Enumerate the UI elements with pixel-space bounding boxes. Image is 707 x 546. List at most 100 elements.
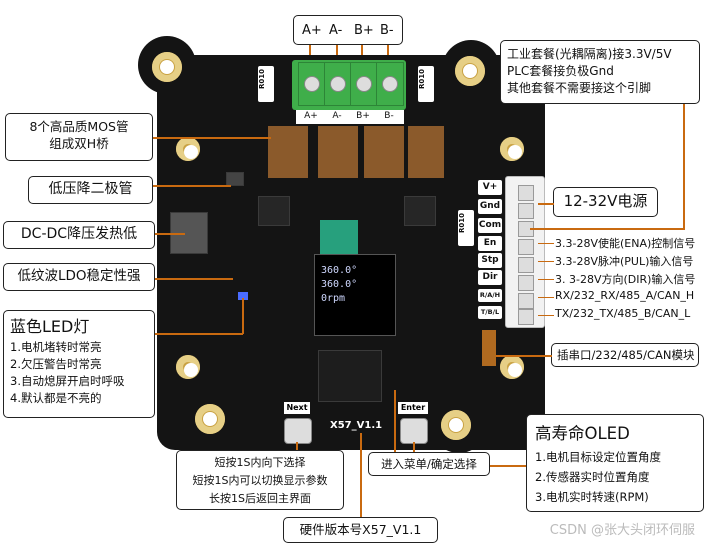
mosfet — [408, 126, 444, 178]
ldo-text: 低纹波LDO稳定性强 — [17, 268, 141, 284]
signal-pul: 3.3-28V脉冲(PUL)输入信号 — [555, 255, 694, 268]
ic-chip — [404, 196, 436, 226]
sense-resistor: R010 — [458, 210, 474, 246]
leader-line — [153, 185, 231, 187]
oled-desc-1: 1.电机目标设定位置角度 — [535, 450, 661, 464]
leader-line — [496, 355, 552, 357]
diode — [226, 172, 244, 186]
ic-chip — [258, 196, 290, 226]
mos-callout: 8个高品质MOS管 组成双H桥 — [5, 113, 153, 161]
led-line-2: 2.欠压警告时常亮 — [10, 357, 102, 371]
terminal-screw-b-minus[interactable] — [376, 62, 404, 106]
serial-header[interactable] — [482, 330, 496, 366]
oled-line-sensor-angle: 360.0° — [321, 279, 358, 290]
oled-title: 高寿命OLED — [535, 424, 630, 443]
mounting-hole — [176, 355, 200, 379]
dcdc-text: DC-DC降压发热低 — [20, 226, 138, 242]
label-rah: R/A/H — [478, 289, 502, 302]
oled-line-target-angle: 360.0° — [321, 265, 358, 276]
label-en: En — [478, 236, 502, 251]
enter-text: 进入菜单/确定选择 — [381, 457, 477, 471]
leader-line — [530, 228, 684, 230]
plc-line-3: 其他套餐不需要接这个引脚 — [507, 81, 652, 95]
led-line-1: 1.电机堵转时常亮 — [10, 340, 102, 354]
leader-line — [538, 203, 554, 205]
label-dir: Dir — [478, 270, 502, 285]
version-callout: 硬件版本号X57_V1.1 — [283, 517, 438, 543]
signal-connector[interactable] — [505, 176, 545, 328]
leader-line — [155, 333, 243, 335]
dcdc-callout: DC-DC降压发热低 — [3, 221, 155, 249]
terminal-screw-a-plus[interactable] — [298, 62, 326, 106]
blue-led — [238, 292, 248, 300]
next-line-2: 短按1S内可以切换显示参数 — [192, 474, 328, 487]
label-stp: Stp — [478, 253, 502, 268]
leader-line — [155, 278, 233, 280]
terminal-label-a-minus: A- — [329, 23, 343, 38]
serial-text: 插串口/232/485/CAN模块 — [557, 348, 695, 362]
power-text: 12-32V电源 — [563, 192, 648, 210]
diode-callout: 低压降二极管 — [28, 176, 153, 204]
oled-ribbon — [320, 220, 358, 254]
terminal-silk-strip — [296, 110, 404, 124]
led-line-3: 3.自动熄屏开启时呼吸 — [10, 374, 125, 388]
leader-line — [538, 315, 554, 317]
oled-desc-3: 3.电机实时转速(RPM) — [535, 490, 649, 504]
next-line-3: 长按1S后返回主界面 — [209, 492, 311, 505]
version-text: 硬件版本号X57_V1.1 — [299, 522, 422, 537]
silk-a-plus: A+ — [304, 111, 318, 121]
leader-line — [538, 261, 554, 263]
terminal-screw-a-minus[interactable] — [324, 62, 352, 106]
watermark: CSDN @张大头闭环伺服 — [549, 523, 695, 538]
diode-text: 低压降二极管 — [48, 181, 133, 197]
mos-line-1: 8个高品质MOS管 — [29, 119, 129, 134]
led-callout: 蓝色LED灯 1.电机堵转时常亮 2.欠压警告时常亮 3.自动熄屏开启时呼吸 4… — [3, 310, 155, 418]
signal-ena: 3.3-28V使能(ENA)控制信号 — [555, 237, 696, 250]
terminal-label-a-plus: A+ — [302, 23, 322, 38]
leader-line — [242, 298, 244, 334]
next-button-label-silk: Next — [284, 402, 310, 414]
label-com: Com — [478, 218, 502, 233]
oled-desc-2: 2.传感器实时位置角度 — [535, 470, 650, 484]
leader-line — [413, 442, 415, 452]
leader-line — [683, 104, 685, 230]
signal-rx: RX/232_RX/485_A/CAN_H — [555, 289, 695, 302]
terminal-screw-b-plus[interactable] — [350, 62, 378, 106]
ldo-callout: 低纹波LDO稳定性强 — [3, 263, 155, 291]
plc-line-1: 工业套餐(光耦隔离)接3.3V/5V — [507, 47, 672, 61]
leader-line — [538, 297, 554, 299]
silk-b-plus: B+ — [356, 111, 370, 121]
enter-button[interactable] — [400, 418, 428, 444]
mounting-hole — [195, 404, 225, 434]
connector-pin — [518, 203, 534, 219]
mounting-hole — [500, 137, 524, 161]
connector-pin — [518, 293, 534, 309]
resistor-label: R010 — [458, 212, 466, 233]
mounting-hole — [455, 56, 485, 86]
terminal-label-box: A+ A- B+ B- — [293, 15, 403, 45]
silk-b-minus: B- — [384, 111, 394, 121]
oled-callout: 高寿命OLED 1.电机目标设定位置角度 2.传感器实时位置角度 3.电机实时转… — [526, 414, 704, 512]
enter-button-label-silk: Enter — [398, 402, 428, 414]
signal-tx: TX/232_TX/485_B/CAN_L — [555, 307, 691, 320]
leader-line — [153, 137, 271, 139]
connector-pin — [518, 185, 534, 201]
label-tbl: T/B/L — [478, 306, 502, 319]
next-button[interactable] — [284, 418, 312, 444]
oled-display: 360.0° 360.0° 0rpm — [314, 254, 396, 336]
enter-callout: 进入菜单/确定选择 — [368, 452, 490, 476]
led-title: 蓝色LED灯 — [10, 317, 90, 336]
mos-line-2: 组成双H桥 — [49, 136, 109, 151]
leader-line — [296, 442, 298, 450]
resistor-label: R010 — [258, 68, 266, 89]
leader-line — [394, 390, 396, 466]
sense-resistor: R010 — [258, 66, 274, 102]
connector-pin — [518, 275, 534, 291]
label-v-plus: V+ — [478, 180, 502, 195]
resistor-label: R010 — [418, 68, 426, 89]
connector-pin — [518, 239, 534, 255]
terminal-label-b-minus: B- — [380, 23, 394, 38]
mosfet — [268, 126, 308, 178]
leader-line — [360, 433, 362, 517]
sense-resistor: R010 — [418, 66, 434, 102]
